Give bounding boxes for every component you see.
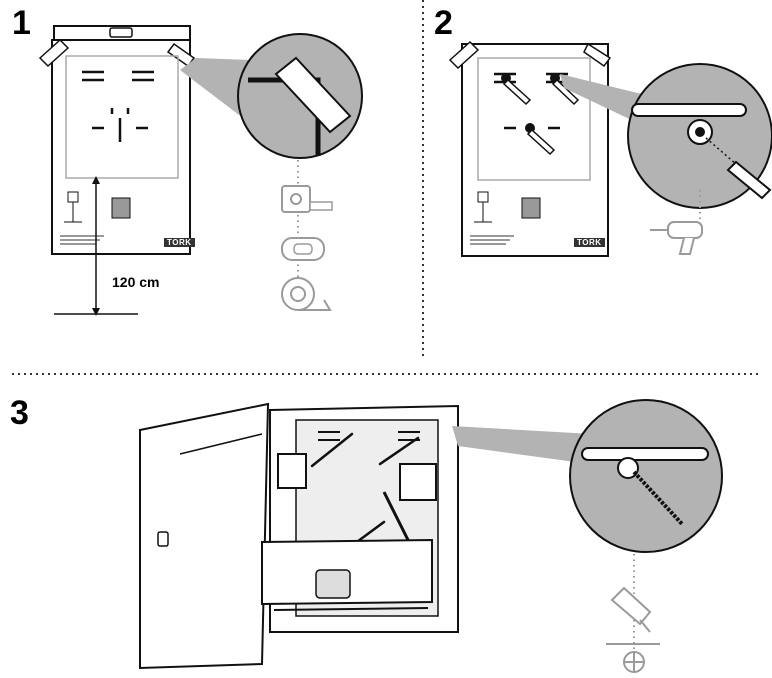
screw-icon-zoom — [632, 470, 684, 526]
drill-icon — [650, 221, 703, 255]
template-sheet-icon-2 — [448, 40, 612, 257]
wall-plug-icon — [502, 78, 580, 156]
step-number-3: 3 — [10, 394, 29, 432]
height-label: 120 cm — [112, 274, 160, 290]
template-sheet-icon — [38, 25, 196, 255]
zoom-circle-3 — [569, 399, 723, 553]
ruler-icon — [281, 185, 333, 213]
screwdriver-icon — [610, 586, 652, 633]
zoom-cone-2 — [560, 74, 650, 124]
zoom-cone-3 — [452, 426, 592, 464]
step-number-2: 2 — [434, 4, 453, 42]
step-number-1: 1 — [12, 4, 31, 42]
spirit-level-icon — [281, 237, 325, 261]
brand-logo: TORK — [164, 238, 195, 247]
brand-logo-2: TORK — [574, 238, 605, 247]
dispenser-icon — [139, 402, 459, 670]
tape-icon — [281, 277, 332, 311]
